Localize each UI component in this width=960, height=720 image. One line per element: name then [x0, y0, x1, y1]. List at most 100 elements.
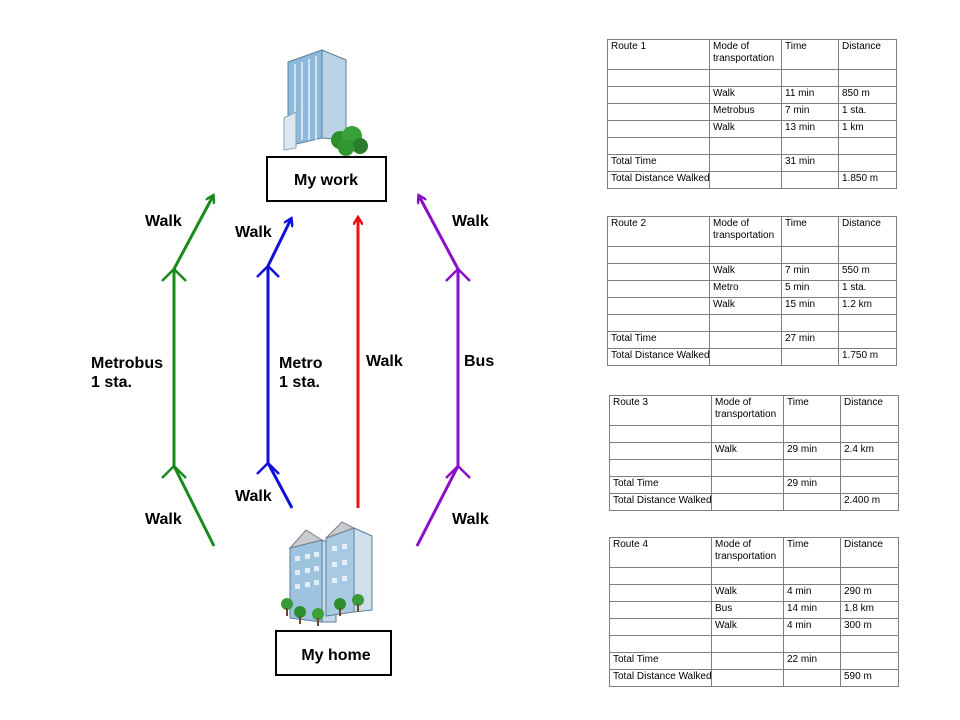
table-row — [607, 246, 897, 264]
route1-path — [161, 196, 214, 547]
table-cell: 31 min — [781, 154, 839, 172]
table-cell — [607, 314, 710, 332]
header-cell: Mode of transportation — [709, 39, 782, 70]
table-cell — [783, 669, 841, 687]
table-cell — [711, 476, 784, 494]
table-cell: 1.8 km — [840, 601, 899, 619]
table-cell — [711, 567, 784, 585]
table-cell — [781, 171, 839, 189]
table-cell — [783, 567, 841, 585]
table-cell — [840, 567, 899, 585]
table-cell — [709, 137, 782, 155]
table-cell: Total Distance Walked — [607, 348, 710, 366]
header-cell: Distance — [840, 395, 899, 426]
header-cell: Time — [781, 216, 839, 247]
table-cell — [783, 493, 841, 511]
table-cell — [838, 154, 897, 172]
header-cell: Time — [783, 537, 841, 568]
table-cell: Total Distance Walked — [607, 171, 710, 189]
table-cell: 1 sta. — [838, 280, 897, 298]
table-cell — [781, 137, 839, 155]
table-cell: Metro — [709, 280, 782, 298]
table-cell — [781, 314, 839, 332]
table-cell — [783, 635, 841, 653]
header-cell: Distance — [838, 216, 897, 247]
table-cell — [709, 246, 782, 264]
table-row — [607, 69, 897, 87]
table-cell — [607, 86, 710, 104]
table-cell: Walk — [709, 297, 782, 315]
table-cell: Total Time — [609, 652, 712, 670]
home-box — [275, 630, 392, 676]
table-cell — [711, 635, 784, 653]
table-cell — [607, 280, 710, 298]
table-cell: 1 km — [838, 120, 897, 138]
header-cell: Route 3 — [609, 395, 712, 426]
table-cell — [711, 652, 784, 670]
route1-mid-label-line1: Metrobus — [91, 355, 163, 372]
table-cell: 14 min — [783, 601, 841, 619]
header-cell: Route 2 — [607, 216, 710, 247]
table-row — [609, 635, 899, 653]
table-cell — [607, 263, 710, 281]
table-cell: 13 min — [781, 120, 839, 138]
table-row — [607, 137, 897, 155]
table-cell — [838, 246, 897, 264]
table-cell — [607, 120, 710, 138]
table-cell — [838, 331, 897, 349]
table-row — [607, 314, 897, 332]
header-cell: Time — [781, 39, 839, 70]
table-cell: 550 m — [838, 263, 897, 281]
route2-mid-label-line1: Metro — [279, 355, 323, 372]
header-cell: Mode of transportation — [711, 537, 784, 568]
table-cell — [609, 635, 712, 653]
table-row — [609, 567, 899, 585]
table-cell: 290 m — [840, 584, 899, 602]
table-cell: 4 min — [783, 584, 841, 602]
table-cell — [840, 476, 899, 494]
table-cell: Walk — [711, 442, 784, 460]
table-cell — [609, 442, 712, 460]
route2-path — [256, 219, 292, 509]
table-cell — [709, 154, 782, 172]
table-row — [609, 425, 899, 443]
table-cell — [781, 246, 839, 264]
office-building-icon — [283, 49, 368, 156]
work-label: My work — [294, 172, 358, 189]
table-cell: Walk — [711, 584, 784, 602]
table-cell — [781, 69, 839, 87]
table-cell: Walk — [709, 120, 782, 138]
table-cell: 1.2 km — [838, 297, 897, 315]
route-diagram: My work My home Walk Metrobus 1 sta. Wal… — [91, 49, 494, 676]
table-cell — [607, 137, 710, 155]
table-cell — [709, 331, 782, 349]
route4-mid-label: Bus — [464, 353, 494, 370]
table-cell: Total Time — [607, 154, 710, 172]
table-cell — [840, 635, 899, 653]
table-cell — [607, 103, 710, 121]
table-cell — [783, 425, 841, 443]
header-cell: Mode of transportation — [709, 216, 782, 247]
header-cell: Time — [783, 395, 841, 426]
header-cell: Distance — [838, 39, 897, 70]
table-cell: 15 min — [781, 297, 839, 315]
table-cell: 1.750 m — [838, 348, 897, 366]
table-cell: 7 min — [781, 103, 839, 121]
header-cell: Distance — [840, 537, 899, 568]
table-cell — [840, 459, 899, 477]
table-cell: 11 min — [781, 86, 839, 104]
table-cell: 850 m — [838, 86, 897, 104]
